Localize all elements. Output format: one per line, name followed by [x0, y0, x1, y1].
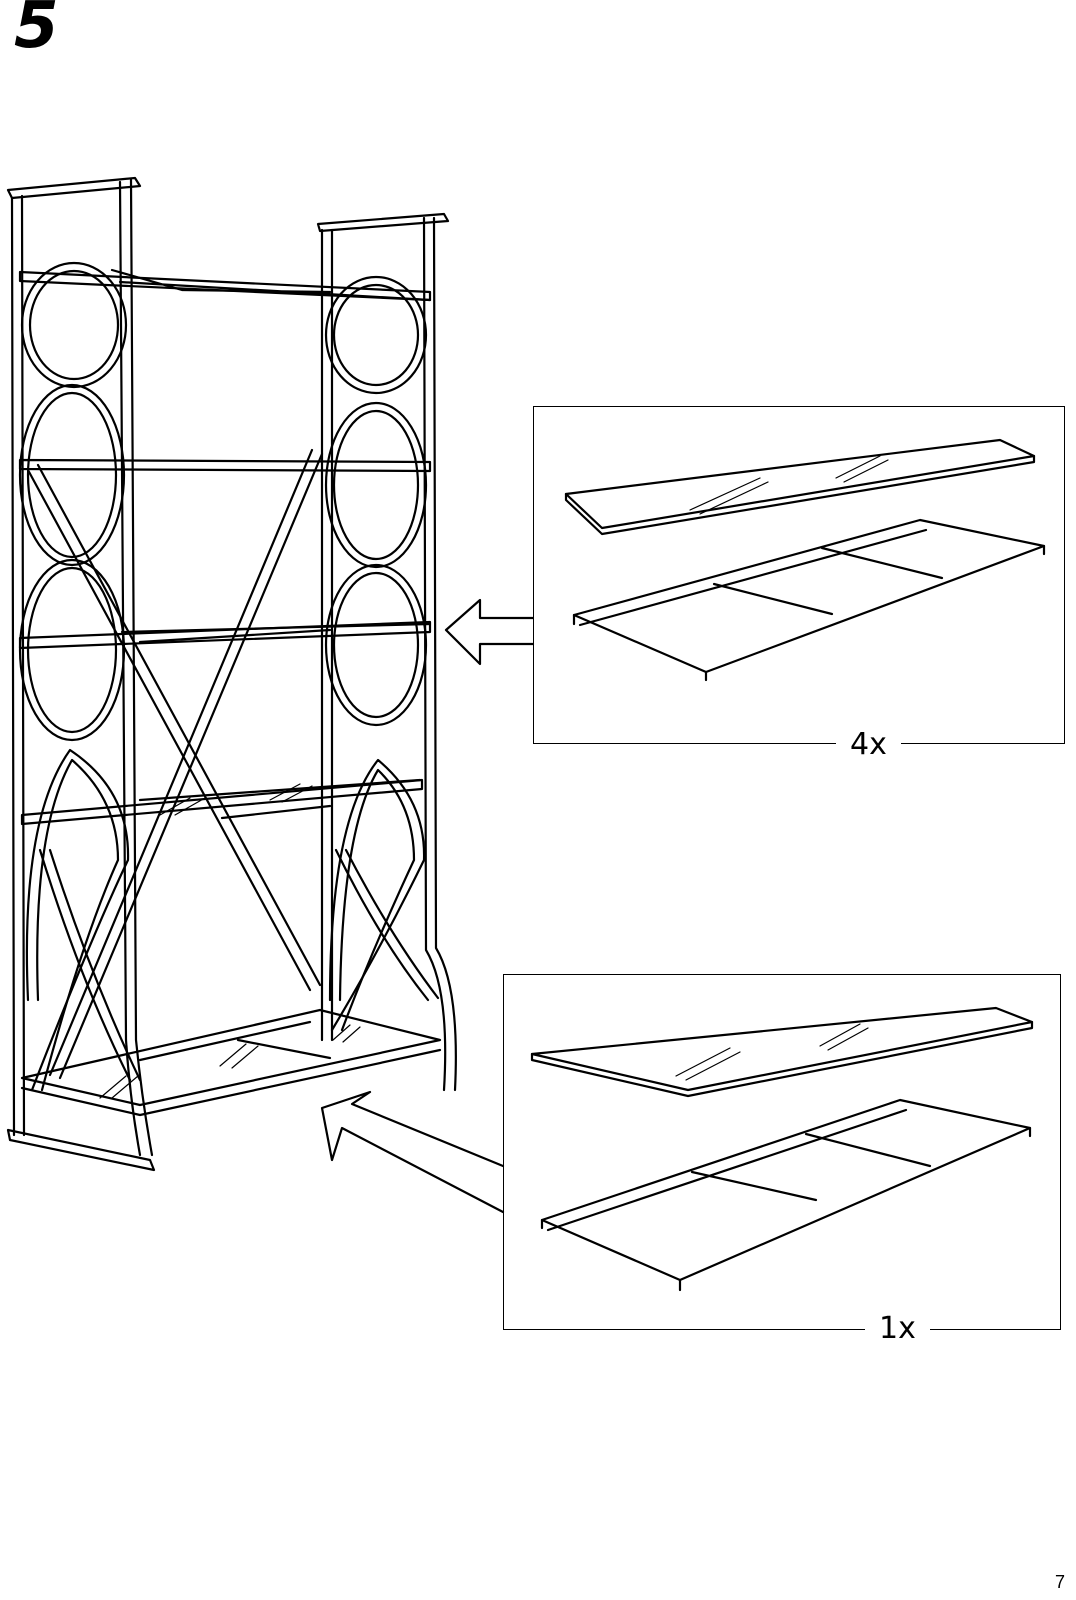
quantity-label-one: 1x — [865, 1314, 930, 1344]
page-number: 7 — [1055, 1572, 1065, 1593]
